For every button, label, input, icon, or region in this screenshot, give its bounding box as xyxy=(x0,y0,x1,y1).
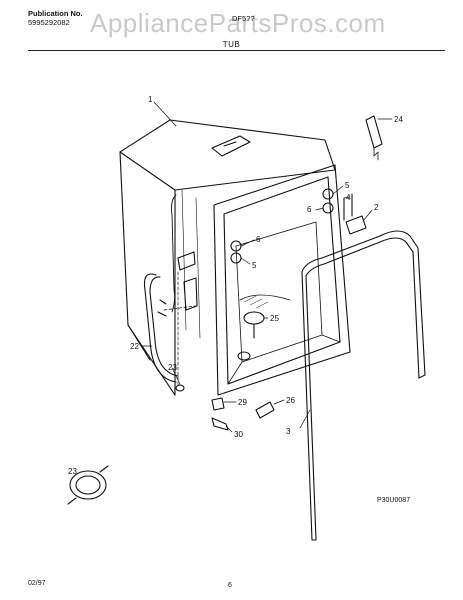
header-divider xyxy=(28,50,445,51)
door-seal-end xyxy=(311,374,426,541)
sump-hatching xyxy=(243,295,269,309)
bracket-2 xyxy=(345,215,367,235)
leader-dashed-2 xyxy=(163,305,197,311)
door-seal-strip-3-lower xyxy=(301,271,317,541)
sump-outline xyxy=(239,294,291,301)
section-title: TUB xyxy=(222,40,241,49)
drain-hose-clip xyxy=(157,299,167,317)
gasket-5-right xyxy=(322,188,334,200)
tub-bottom-edge xyxy=(127,324,151,361)
callout-6-left: 6 xyxy=(256,235,261,244)
publication-date: 02/97 xyxy=(28,580,46,587)
callout-24: 24 xyxy=(394,115,403,124)
tub-side-tube xyxy=(171,194,177,313)
callout-3: 3 xyxy=(286,427,291,436)
door-seal-strip-3 xyxy=(301,230,426,376)
tub-front-frame-outer xyxy=(213,164,351,396)
gasket-6-right xyxy=(322,202,334,214)
cap-29 xyxy=(211,397,225,411)
drain-hose-22 xyxy=(143,273,177,383)
watermark-text: AppliancePartsPros.com xyxy=(90,8,386,38)
tub-side-ribs xyxy=(181,189,201,339)
publication-label: Publication No. xyxy=(28,9,83,18)
callout-26: 26 xyxy=(286,396,295,405)
leader-30 xyxy=(225,425,233,433)
leader-1 xyxy=(153,101,177,127)
figure-code: P30U0087 xyxy=(377,497,411,504)
inset-clamp-23 xyxy=(69,470,107,500)
sump-part-25 xyxy=(243,311,265,325)
tub-top-panel xyxy=(119,119,336,191)
tub-left-side xyxy=(119,151,176,396)
side-bracket-lower xyxy=(183,277,198,311)
leader-6-left xyxy=(240,239,255,247)
tub-top-vent-detail xyxy=(223,141,237,147)
door-seal-strip-3-inner xyxy=(305,237,420,379)
callout-29: 29 xyxy=(238,398,247,407)
leader-6-right xyxy=(315,207,324,211)
callout-23: 23 xyxy=(168,363,177,372)
leader-5-right xyxy=(332,185,344,195)
tub-top-vent xyxy=(211,135,251,157)
side-bracket xyxy=(177,251,196,271)
inset-clamp-23-inner xyxy=(75,475,101,495)
fill-tube-24 xyxy=(365,115,383,149)
tub-interior-back xyxy=(235,221,323,363)
leader-2 xyxy=(363,209,373,221)
callout-23-inset: 23 xyxy=(68,467,77,476)
inset-clamp-23-tabs xyxy=(67,465,109,505)
callout-1: 1 xyxy=(148,95,153,104)
callout-5-left: 5 xyxy=(252,261,257,270)
tub-interior-floor xyxy=(227,334,341,385)
callout-4: 4 xyxy=(346,193,351,202)
publication-number: 5995292082 xyxy=(28,18,70,27)
leader-3 xyxy=(299,409,311,429)
leader-23 xyxy=(171,367,181,385)
fill-tube-24-spring xyxy=(373,147,379,161)
gasket-5-left xyxy=(230,252,242,264)
clamp-23 xyxy=(175,384,185,392)
callout-2: 2 xyxy=(374,203,379,212)
leader-5-left xyxy=(240,257,251,265)
callout-22: 22 xyxy=(130,342,139,351)
screw-30 xyxy=(211,417,229,431)
model-number: DF5?? xyxy=(232,14,255,23)
drain-hose-22-inner xyxy=(149,276,179,377)
callout-30: 30 xyxy=(234,430,243,439)
tub-drain-cover xyxy=(237,351,251,361)
callout-25: 25 xyxy=(270,314,279,323)
bracket-2-arrows xyxy=(343,193,353,221)
leader-4 xyxy=(343,196,351,199)
callout-5-right: 5 xyxy=(345,181,350,190)
leader-26 xyxy=(273,399,285,405)
clip-26 xyxy=(255,401,275,419)
page-number: 6 xyxy=(228,582,232,589)
callout-6-right: 6 xyxy=(307,205,312,214)
